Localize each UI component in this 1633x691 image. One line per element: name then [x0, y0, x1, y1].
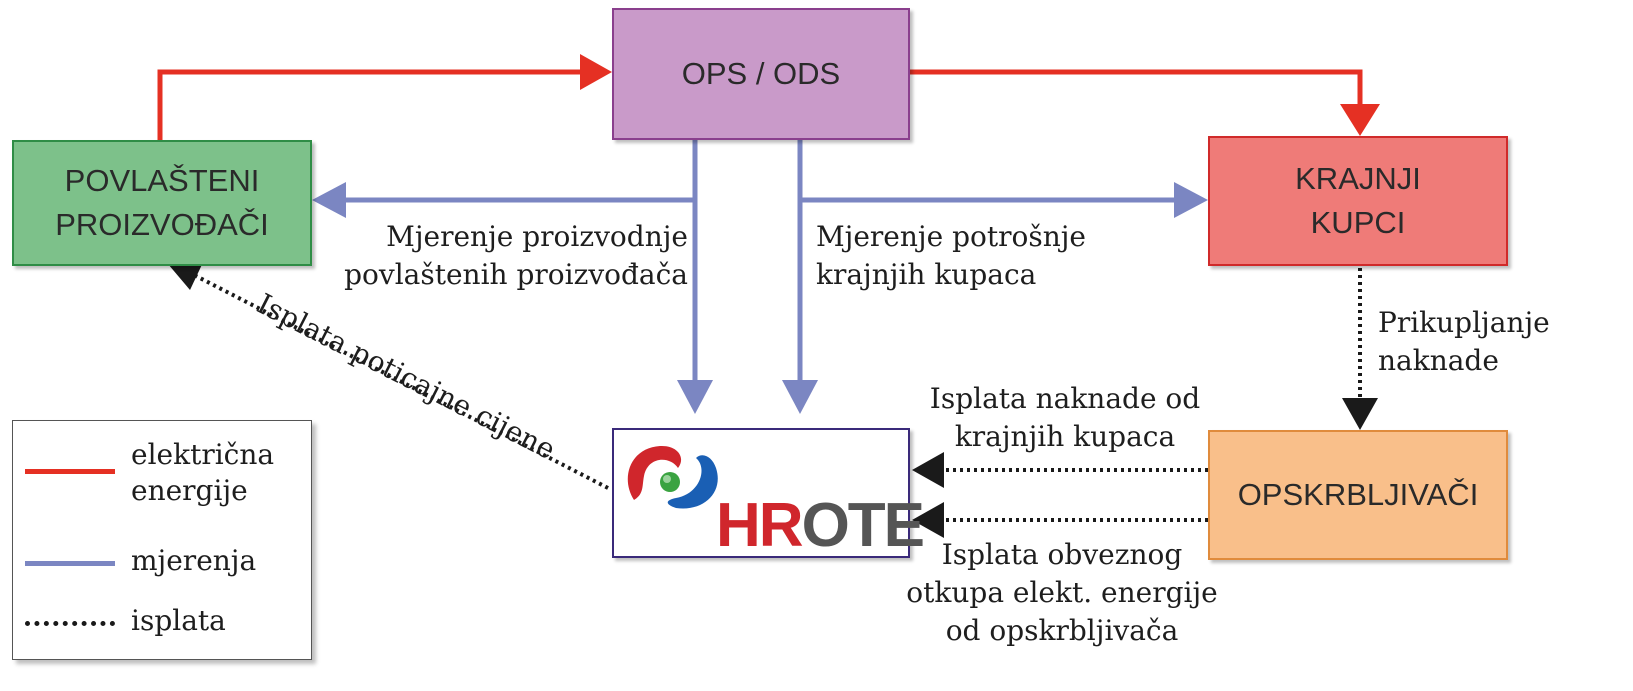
- measure-arrowhead-hrote-right: [782, 380, 818, 414]
- payment-arrowhead-suppliers: [1342, 398, 1378, 430]
- legend-item-measure: mjerenja: [13, 533, 313, 593]
- payment-arrowhead-hrote-top: [912, 452, 944, 488]
- legend-swatch-measure: [25, 561, 115, 566]
- legend-item-payment: isplata: [13, 593, 313, 653]
- measure-line-production: [330, 140, 698, 203]
- legend-swatch-payment: [25, 621, 115, 626]
- measure-arrowhead-customers: [1174, 182, 1208, 218]
- legend-label-electric: električna energije: [131, 438, 275, 507]
- hrote-logo-gray: OTE: [801, 491, 925, 560]
- measure-line-consumption: [797, 140, 1190, 203]
- producers-box: POVLAŠTENI PROIZVOĐAČI: [12, 140, 312, 266]
- label-fee-collection: Prikupljanje naknade: [1378, 306, 1550, 377]
- suppliers-box: OPSKRBLJIVAČI: [1208, 430, 1508, 560]
- label-purchase-payment: Isplata obveznog otkupa elekt. energije …: [906, 538, 1218, 647]
- payment-line-incentive: [195, 274, 609, 490]
- energy-arrow-ops-to-customers: [910, 69, 1363, 124]
- ops-ods-box: OPS / ODS: [612, 8, 910, 140]
- legend-label-payment: isplata: [131, 604, 226, 637]
- customers-label: KRAJNJI KUPCI: [1295, 161, 1421, 240]
- label-fee-payment: Isplata naknade od krajnjih kupaca: [929, 382, 1201, 453]
- hrote-box: [612, 428, 910, 558]
- legend-label-measure: mjerenja: [131, 544, 257, 577]
- energy-arrow-producers-to-ops: [157, 67, 598, 140]
- legend: električna energije mjerenja isplata: [12, 420, 312, 660]
- label-measure-production: Mjerenje proizvodnje povlaštenih proizvo…: [344, 220, 688, 291]
- suppliers-label: OPSKRBLJIVAČI: [1237, 477, 1479, 512]
- energy-arrowhead-customers: [1340, 104, 1380, 136]
- hrote-logo-icon: [627, 445, 718, 509]
- energy-arrowhead-ops: [580, 54, 612, 90]
- legend-item-electric: električna energije: [13, 438, 313, 507]
- payment-arrowhead-hrote-bottom: [912, 502, 944, 538]
- legend-swatch-electric: [25, 469, 115, 474]
- measure-arrowhead-hrote-left: [677, 380, 713, 414]
- customers-box: KRAJNJI KUPCI: [1208, 136, 1508, 266]
- measure-arrowhead-producers: [312, 182, 346, 218]
- producers-label: POVLAŠTENI PROIZVOĐAČI: [55, 163, 269, 242]
- hrote-logo-red: HR: [716, 491, 804, 560]
- hrote-logo: HROTE: [716, 495, 925, 557]
- label-measure-consumption: Mjerenje potrošnje krajnjih kupaca: [816, 220, 1086, 291]
- ops-ods-label: OPS / ODS: [681, 56, 841, 91]
